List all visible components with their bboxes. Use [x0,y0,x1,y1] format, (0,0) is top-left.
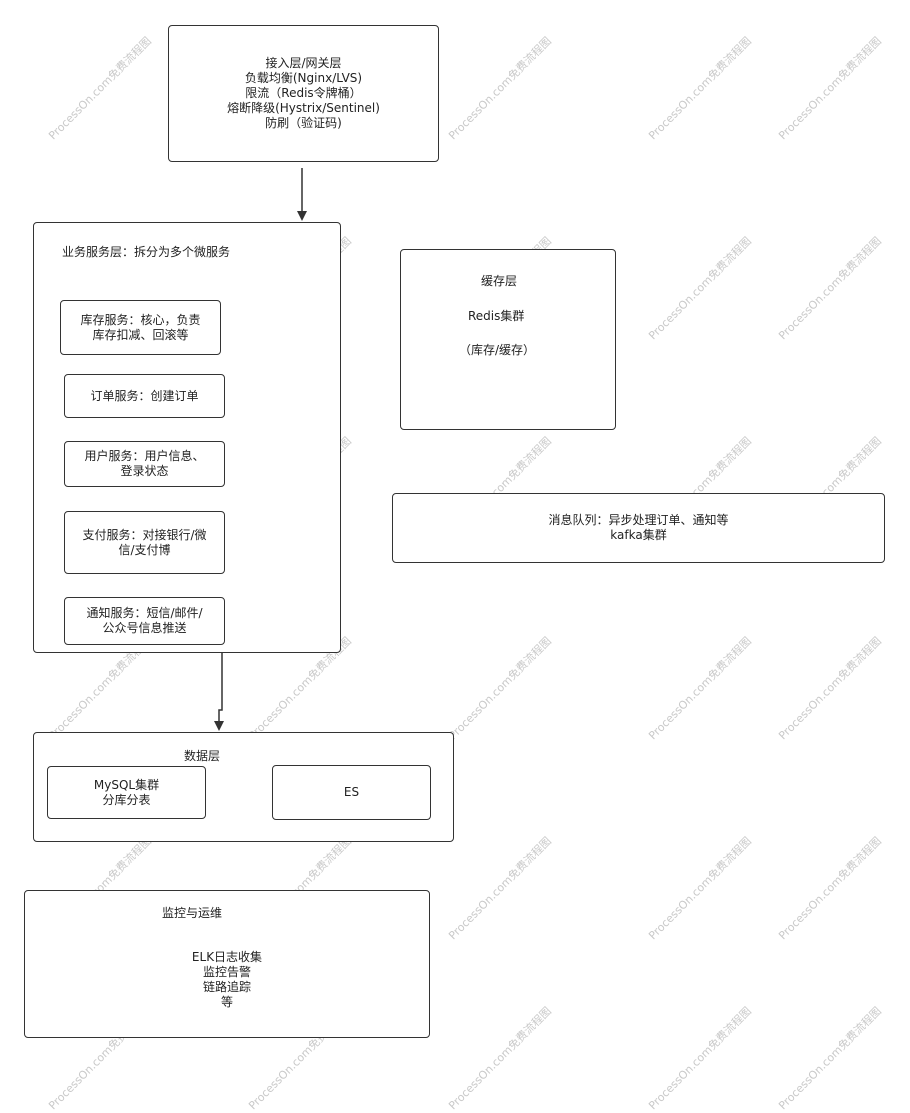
arrow-business-to-data [214,653,224,731]
message-queue-line-1: 消息队列：异步处理订单、通知等 [548,513,729,527]
monitoring-line-alert: 监控告警 [202,965,251,979]
user-service-box[interactable]: 用户服务：用户信息、 登录状态 [64,441,225,487]
monitoring-layer-title: 监控与运维 [162,906,223,920]
payment-service-box[interactable]: 支付服务：对接银行/微 信/支付博 [64,511,225,574]
monitoring-line-elk: ELK日志收集 [191,950,263,964]
mysql-cluster-line-2: 分库分表 [102,792,151,807]
user-service-line-2: 登录状态 [120,464,169,478]
notification-service-line-2: 公众号信息推送 [102,621,187,635]
notification-service-box[interactable]: 通知服务：短信/邮件/ 公众号信息推送 [64,597,225,645]
monitoring-line-etc: 等 [220,995,233,1009]
cache-note: （库存/缓存） [459,343,536,357]
inventory-service-line-2: 库存扣减、回滚等 [92,327,189,342]
inventory-service-line-1: 库存服务：核心，负责 [80,312,201,327]
gateway-line-circuit-breaker: 熔断降级(Hystrix/Sentinel) [227,101,380,115]
gateway-line-rate-limiting: 限流（Redis令牌桶） [245,86,362,100]
notification-service-line-1: 通知服务：短信/邮件/ [86,606,203,620]
cache-layer-title: 缓存层 [481,274,518,288]
es-box[interactable]: ES [272,765,431,820]
es-label: ES [343,785,360,799]
gateway-line-title: 接入层/网关层 [265,56,342,70]
monitoring-line-tracing: 链路追踪 [202,980,251,994]
order-service-line-1: 订单服务：创建订单 [90,388,199,403]
gateway-line-anti-brush: 防刷（验证码) [265,116,342,130]
message-queue-line-2: kafka集群 [610,528,667,542]
payment-service-line-2: 信/支付博 [118,542,171,557]
mysql-cluster-box[interactable]: MySQL集群 分库分表 [47,766,206,819]
user-service-line-1: 用户服务：用户信息、 [84,449,205,463]
connector-layer [214,168,307,731]
inventory-service-box[interactable]: 库存服务：核心，负责 库存扣减、回滚等 [60,300,221,355]
business-layer-title: 业务服务层：拆分为多个微服务 [62,245,231,259]
gateway-line-load-balancing: 负载均衡(Nginx/LVS) [244,71,363,85]
message-queue-box[interactable]: 消息队列：异步处理订单、通知等 kafka集群 [392,493,885,563]
order-service-box[interactable]: 订单服务：创建订单 [64,374,225,418]
data-layer-box[interactable]: 数据层 MySQL集群 分库分表 ES [33,732,454,842]
mysql-cluster-line-1: MySQL集群 [93,777,160,792]
cache-layer-box[interactable]: 缓存层 Redis集群 （库存/缓存） [400,249,616,430]
monitoring-layer-box[interactable]: 监控与运维 ELK日志收集 监控告警 链路追踪 等 [24,890,430,1038]
data-layer-title: 数据层 [184,749,221,763]
business-layer-box[interactable]: 业务服务层：拆分为多个微服务 库存服务：核心，负责 库存扣减、回滚等 订单服务：… [33,222,341,653]
payment-service-line-1: 支付服务：对接银行/微 [82,527,207,542]
cache-redis-cluster: Redis集群 [468,309,525,323]
gateway-layer-box[interactable]: 接入层/网关层 负载均衡(Nginx/LVS) 限流（Redis令牌桶） 熔断降… [168,25,439,162]
